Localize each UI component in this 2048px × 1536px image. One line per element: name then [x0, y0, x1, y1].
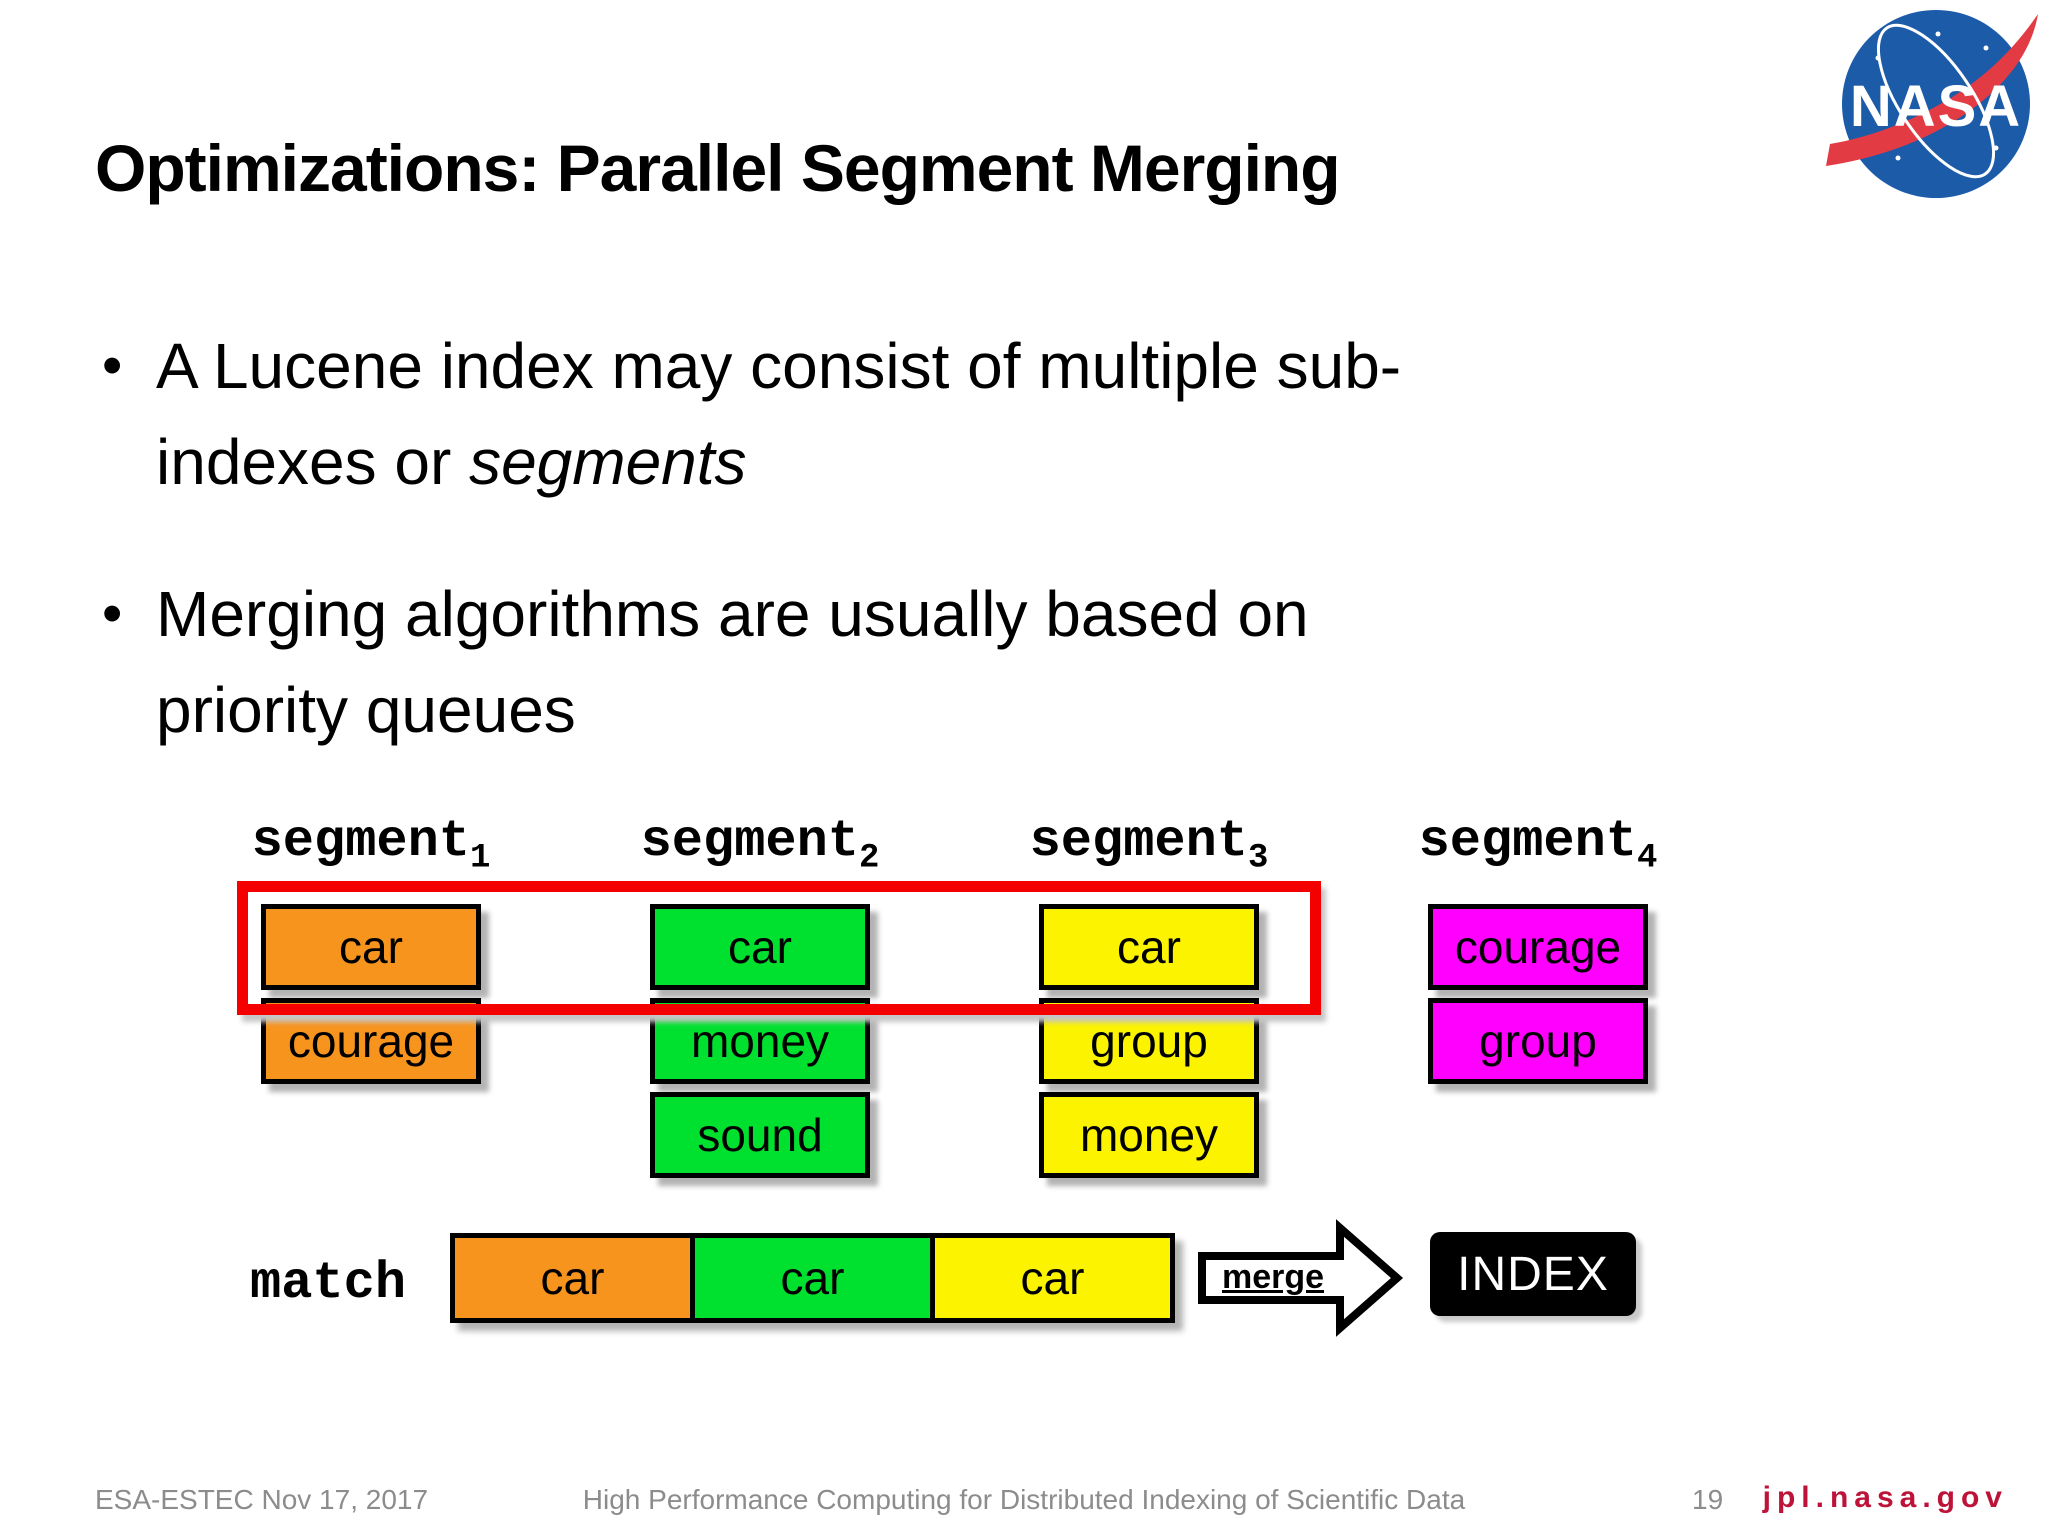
merge-label: merge: [1221, 1258, 1325, 1296]
segment-label-3: segment3: [1019, 812, 1279, 877]
page-title: Optimizations: Parallel Segment Merging: [95, 131, 1341, 206]
segment-label-text: segment: [640, 812, 860, 871]
segment-box: money: [1039, 1092, 1259, 1178]
segment-box: courage: [1428, 904, 1648, 990]
nasa-logo-text: NASA: [1850, 74, 2022, 139]
segment-box: group: [1428, 998, 1648, 1084]
segment-label-subscript: 2: [859, 839, 880, 878]
segment-label-text: segment: [1029, 812, 1249, 871]
segment-column-1: car courage: [261, 904, 481, 1092]
segment-label-subscript: 3: [1248, 839, 1269, 878]
segment-label-text: segment: [251, 812, 471, 871]
segment-label-4: segment4: [1408, 812, 1668, 877]
footer-site-link: jpl.nasa.gov: [1762, 1481, 2008, 1514]
bullet-list: A Lucene index may consist of multiple s…: [100, 318, 1460, 758]
segment-box: car: [650, 904, 870, 990]
bullet-item: Merging algorithms are usually based on …: [100, 566, 1460, 758]
segment-box: sound: [650, 1092, 870, 1178]
segment-column-3: car group money: [1039, 904, 1259, 1186]
segment-box: car: [1039, 904, 1259, 990]
segment-label-subscript: 4: [1637, 839, 1658, 878]
segment-box: courage: [261, 998, 481, 1084]
segment-label-2: segment2: [630, 812, 890, 877]
footer-date: ESA-ESTEC Nov 17, 2017: [95, 1484, 429, 1515]
match-box: car: [690, 1238, 930, 1318]
merge-arrow-icon: [1198, 1219, 1404, 1337]
match-bar: car car car: [450, 1233, 1175, 1323]
segment-box: money: [650, 998, 870, 1084]
nasa-logo-icon: NASA: [1826, 10, 2038, 198]
segment-column-4: courage group: [1428, 904, 1648, 1092]
segment-box: group: [1039, 998, 1259, 1084]
segment-box: car: [261, 904, 481, 990]
segment-column-2: car money sound: [650, 904, 870, 1186]
bullet-text: Merging algorithms are usually based on …: [156, 578, 1309, 746]
match-box: car: [930, 1238, 1170, 1318]
index-box: INDEX: [1430, 1232, 1636, 1316]
bullet-text-italic: segments: [469, 426, 747, 498]
footer-presentation-title: High Performance Computing for Distribut…: [582, 1484, 1466, 1515]
match-box: car: [455, 1238, 690, 1318]
segment-label-subscript: 1: [470, 839, 491, 878]
match-label: match: [250, 1254, 407, 1313]
bullet-item: A Lucene index may consist of multiple s…: [100, 318, 1460, 510]
segment-label-1: segment1: [241, 812, 501, 877]
segment-label-text: segment: [1418, 812, 1638, 871]
page-number: 19: [1692, 1484, 1724, 1515]
bullet-text: A Lucene index may consist of multiple s…: [156, 330, 1402, 498]
